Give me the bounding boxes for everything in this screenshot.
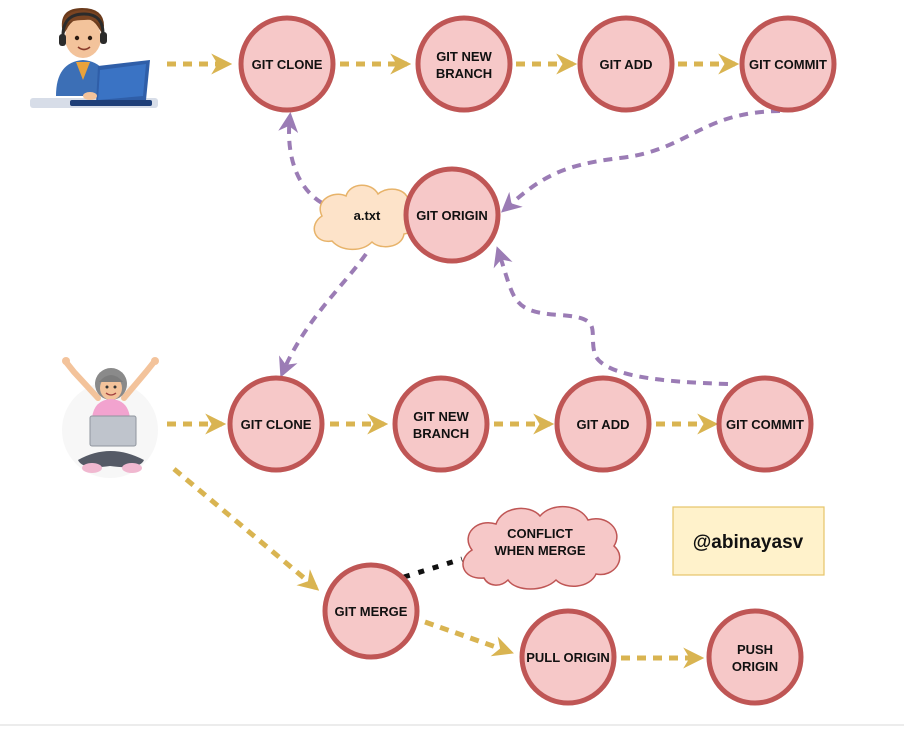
node-label: GIT COMMIT bbox=[726, 417, 804, 432]
merge-path-arrows bbox=[172, 467, 705, 669]
node-push-origin: PUSH ORIGIN bbox=[706, 608, 804, 706]
node-pull-origin: PULL ORIGIN bbox=[519, 608, 617, 706]
node-label: GIT CLONE bbox=[252, 57, 323, 72]
node-top-git-add: GIT ADD bbox=[577, 15, 675, 113]
node-top-git-clone: GIT CLONE bbox=[238, 15, 336, 113]
node-bottom-git-commit: GIT COMMIT bbox=[716, 375, 814, 473]
conflict-label-line1: CONFLICT bbox=[507, 526, 573, 541]
developer-laptop-icon bbox=[30, 8, 158, 108]
node-label: GIT MERGE bbox=[335, 604, 408, 619]
node-label: GIT ORIGIN bbox=[416, 208, 488, 223]
node-label: GIT ADD bbox=[577, 417, 630, 432]
file-name-label: a.txt bbox=[354, 208, 381, 223]
node-label-line2: ORIGIN bbox=[732, 659, 778, 674]
node-label-line1: GIT NEW bbox=[436, 49, 492, 64]
node-label: GIT ADD bbox=[600, 57, 653, 72]
conflict-label-line2: WHEN MERGE bbox=[495, 543, 586, 558]
node-git-origin: GIT ORIGIN bbox=[403, 166, 501, 264]
watermark-box: @abinayasv bbox=[672, 506, 825, 576]
node-label: PULL ORIGIN bbox=[526, 650, 610, 665]
node-bottom-git-new-branch: GIT NEW BRANCH bbox=[392, 375, 490, 473]
node-git-merge: GIT MERGE bbox=[322, 562, 420, 660]
conflict-cloud: CONFLICT WHEN MERGE bbox=[462, 505, 621, 590]
girl-laptop-icon bbox=[62, 357, 159, 478]
conflict-connector bbox=[403, 556, 463, 580]
node-top-git-commit: GIT COMMIT bbox=[739, 15, 837, 113]
node-label-line2: BRANCH bbox=[436, 66, 492, 81]
node-label-line1: PUSH bbox=[737, 642, 773, 657]
node-label-line1: GIT NEW bbox=[413, 409, 469, 424]
node-label-line2: BRANCH bbox=[413, 426, 469, 441]
node-bottom-git-clone: GIT CLONE bbox=[227, 375, 325, 473]
node-bottom-git-add: GIT ADD bbox=[554, 375, 652, 473]
file-cloud: a.txt bbox=[313, 184, 418, 251]
node-label: GIT CLONE bbox=[241, 417, 312, 432]
node-top-git-new-branch: GIT NEW BRANCH bbox=[415, 15, 513, 113]
node-label: GIT COMMIT bbox=[749, 57, 827, 72]
purple-arrows bbox=[278, 109, 781, 386]
watermark-text: @abinayasv bbox=[693, 532, 804, 553]
